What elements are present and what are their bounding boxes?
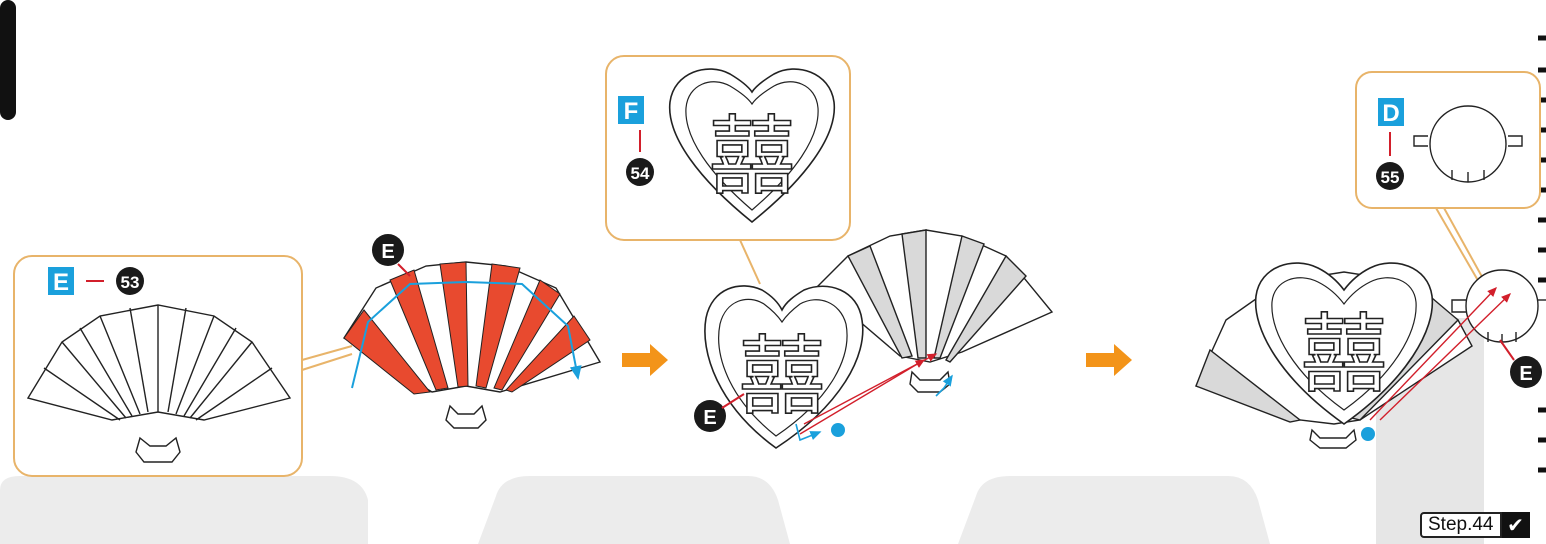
part-number: 55	[1381, 168, 1400, 187]
assembly-step-3: 囍 E	[1195, 262, 1546, 449]
step-label: Step.44	[1420, 512, 1502, 538]
heart-glyph: 囍	[739, 327, 825, 427]
blue-dot	[1361, 427, 1375, 441]
part-marker-letter: E	[381, 241, 394, 263]
part-letter-badge	[1378, 98, 1404, 126]
part-letter-badge	[48, 267, 74, 295]
part-number-badge	[116, 267, 144, 295]
part-marker-letter: E	[703, 407, 716, 429]
heart-shape	[668, 68, 836, 224]
step-indicator: Step.44 ✔	[1420, 512, 1530, 538]
heart-glyph: 囍	[709, 107, 795, 207]
bottom-gray-tab-1	[0, 476, 368, 544]
part-marker-badge	[1510, 356, 1542, 388]
next-step-arrow-2	[1086, 344, 1132, 376]
part-marker-letter: E	[1519, 363, 1532, 385]
heart-shape	[704, 285, 864, 449]
part-letter: E	[53, 269, 69, 296]
part-number: 53	[121, 273, 140, 292]
bottom-gray-tab-3	[958, 476, 1270, 544]
heart-shape	[1254, 262, 1434, 425]
heart-glyph: 囍	[1301, 305, 1387, 405]
part-marker-badge	[372, 234, 404, 266]
red-striped-fan: E	[343, 234, 602, 429]
callout-d55: D 55	[1355, 71, 1541, 285]
next-step-arrow-1	[622, 344, 668, 376]
blue-dot	[831, 423, 845, 437]
part-number-badge	[626, 158, 654, 186]
callout-f54: F 54 囍	[605, 55, 851, 285]
part-letter-badge	[618, 96, 644, 124]
check-icon: ✔	[1501, 512, 1530, 538]
part-letter: F	[624, 98, 639, 125]
part-marker-badge	[694, 400, 726, 432]
callout-e53: E 53	[13, 255, 353, 477]
fan-outline	[26, 304, 292, 463]
round-piece	[1413, 105, 1523, 183]
part-number-badge	[1376, 162, 1404, 190]
assembly-step-2: 囍 E	[694, 229, 1054, 449]
gray-fan	[816, 229, 1054, 393]
fold-guide-line	[351, 280, 582, 389]
part-number: 54	[631, 164, 650, 183]
bottom-gray-tab-2	[478, 476, 790, 544]
left-edge-tab	[0, 0, 16, 120]
part-letter: D	[1382, 100, 1399, 127]
